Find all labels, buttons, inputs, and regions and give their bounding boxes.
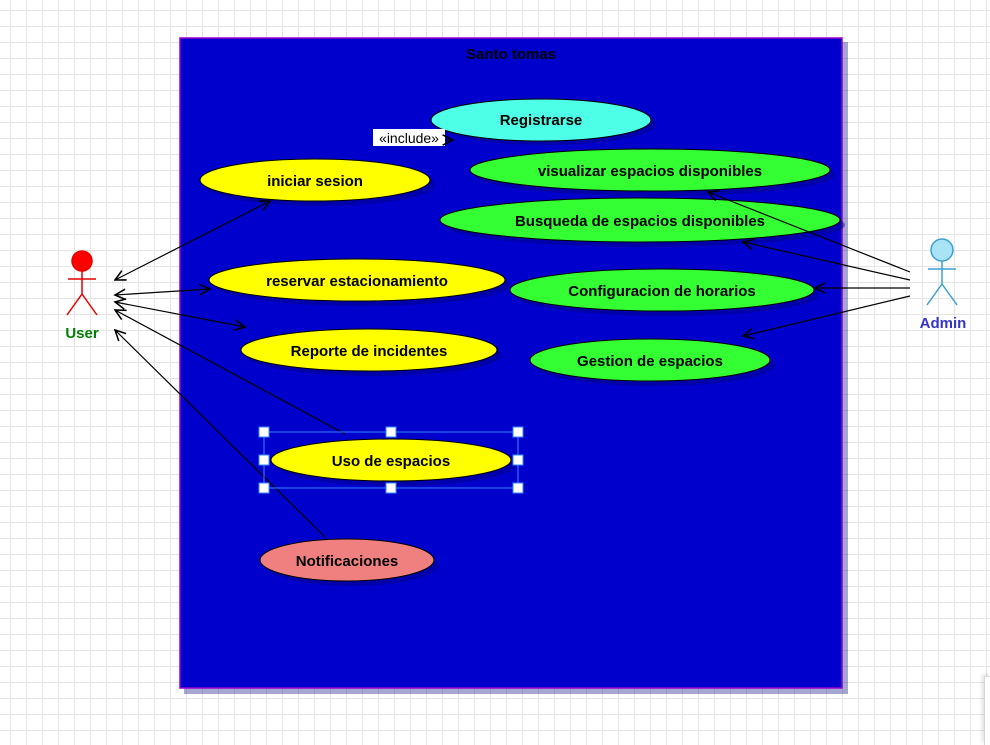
use-case-gestion-espacios[interactable]: Gestion de espacios [529, 338, 775, 386]
assoc-admin-gestion [743, 295, 911, 336]
actor-label-user: User [65, 325, 99, 342]
use-case-reporte-incidentes[interactable]: Reporte de incidentes [240, 328, 502, 376]
use-case-label: reservar estacionamiento [266, 273, 448, 290]
use-case-label: Gestion de espacios [577, 353, 723, 370]
include-stereotype: «include» [373, 129, 445, 146]
resize-handle [258, 482, 270, 494]
user-associations [115, 140, 453, 538]
system-title: Santo tomas [466, 46, 556, 63]
assoc-user-iniciar-sesion [115, 201, 270, 280]
assoc-user-reporte [115, 302, 245, 327]
use-case-notificaciones[interactable]: Notificaciones [259, 538, 439, 586]
use-case-label: iniciar sesion [267, 173, 363, 190]
assoc-admin-visualizar [708, 192, 911, 273]
resize-handle [258, 426, 270, 438]
use-case-label: Uso de espacios [332, 453, 450, 470]
use-case-reservar-estacionamiento[interactable]: reservar estacionamiento [208, 258, 510, 306]
stick-figure-user-icon [66, 250, 98, 316]
use-case-label: Notificaciones [296, 553, 399, 570]
resize-handle [512, 426, 524, 438]
use-case-visualizar-espacios[interactable]: visualizar espacios disponibles [469, 148, 835, 196]
actor-label-admin: Admin [920, 315, 967, 332]
use-case-uso-espacios[interactable]: Uso de espacios [270, 438, 516, 486]
use-case-label: Reporte de incidentes [291, 343, 448, 360]
resize-handle [385, 426, 397, 438]
use-case-busqueda-espacios[interactable]: Busqueda de espacios disponibles [439, 197, 845, 247]
use-case-label: Busqueda de espacios disponibles [515, 213, 765, 230]
assoc-admin-busqueda [743, 242, 911, 281]
actor-user[interactable]: User [65, 250, 99, 342]
use-case-label: Configuracion de horarios [568, 283, 756, 300]
assoc-user-uso [115, 310, 346, 435]
actor-admin[interactable]: Admin [920, 238, 967, 332]
stick-figure-admin-icon [926, 238, 958, 306]
assoc-user-notificaciones [115, 330, 326, 538]
resize-handle [512, 482, 524, 494]
assoc-user-reservar [115, 289, 210, 295]
resize-handle [385, 482, 397, 494]
admin-associations [708, 192, 911, 336]
use-case-label: Registrarse [500, 112, 583, 129]
svg-text:«include»: «include» [379, 130, 439, 146]
resize-handle [512, 454, 524, 466]
resize-handle [258, 454, 270, 466]
use-case-label: visualizar espacios disponibles [538, 163, 762, 180]
selection-frame[interactable] [258, 426, 524, 494]
page-corner [984, 676, 990, 745]
use-case-iniciar-sesion[interactable]: iniciar sesion [199, 158, 435, 206]
use-case-registrarse[interactable]: Registrarse [430, 98, 656, 145]
use-case-configuracion-horarios[interactable]: Configuracion de horarios [509, 268, 819, 316]
